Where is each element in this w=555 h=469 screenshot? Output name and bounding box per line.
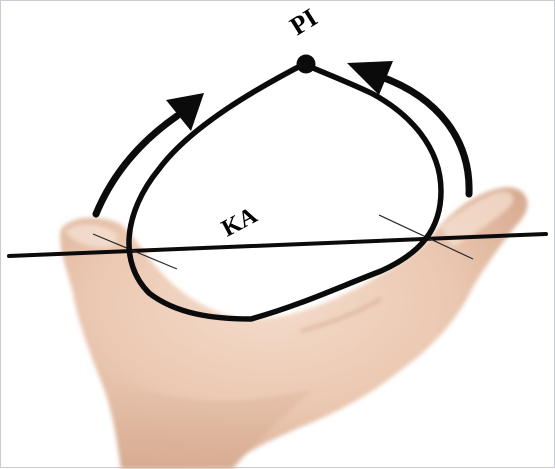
curved-arrow-up-right-icon: [96, 93, 204, 214]
curved-arrow-up-left-icon: [347, 61, 469, 194]
axis-label: KA: [218, 202, 263, 242]
top-point-label: PI: [285, 3, 322, 41]
filled-dot-icon: [297, 55, 316, 74]
